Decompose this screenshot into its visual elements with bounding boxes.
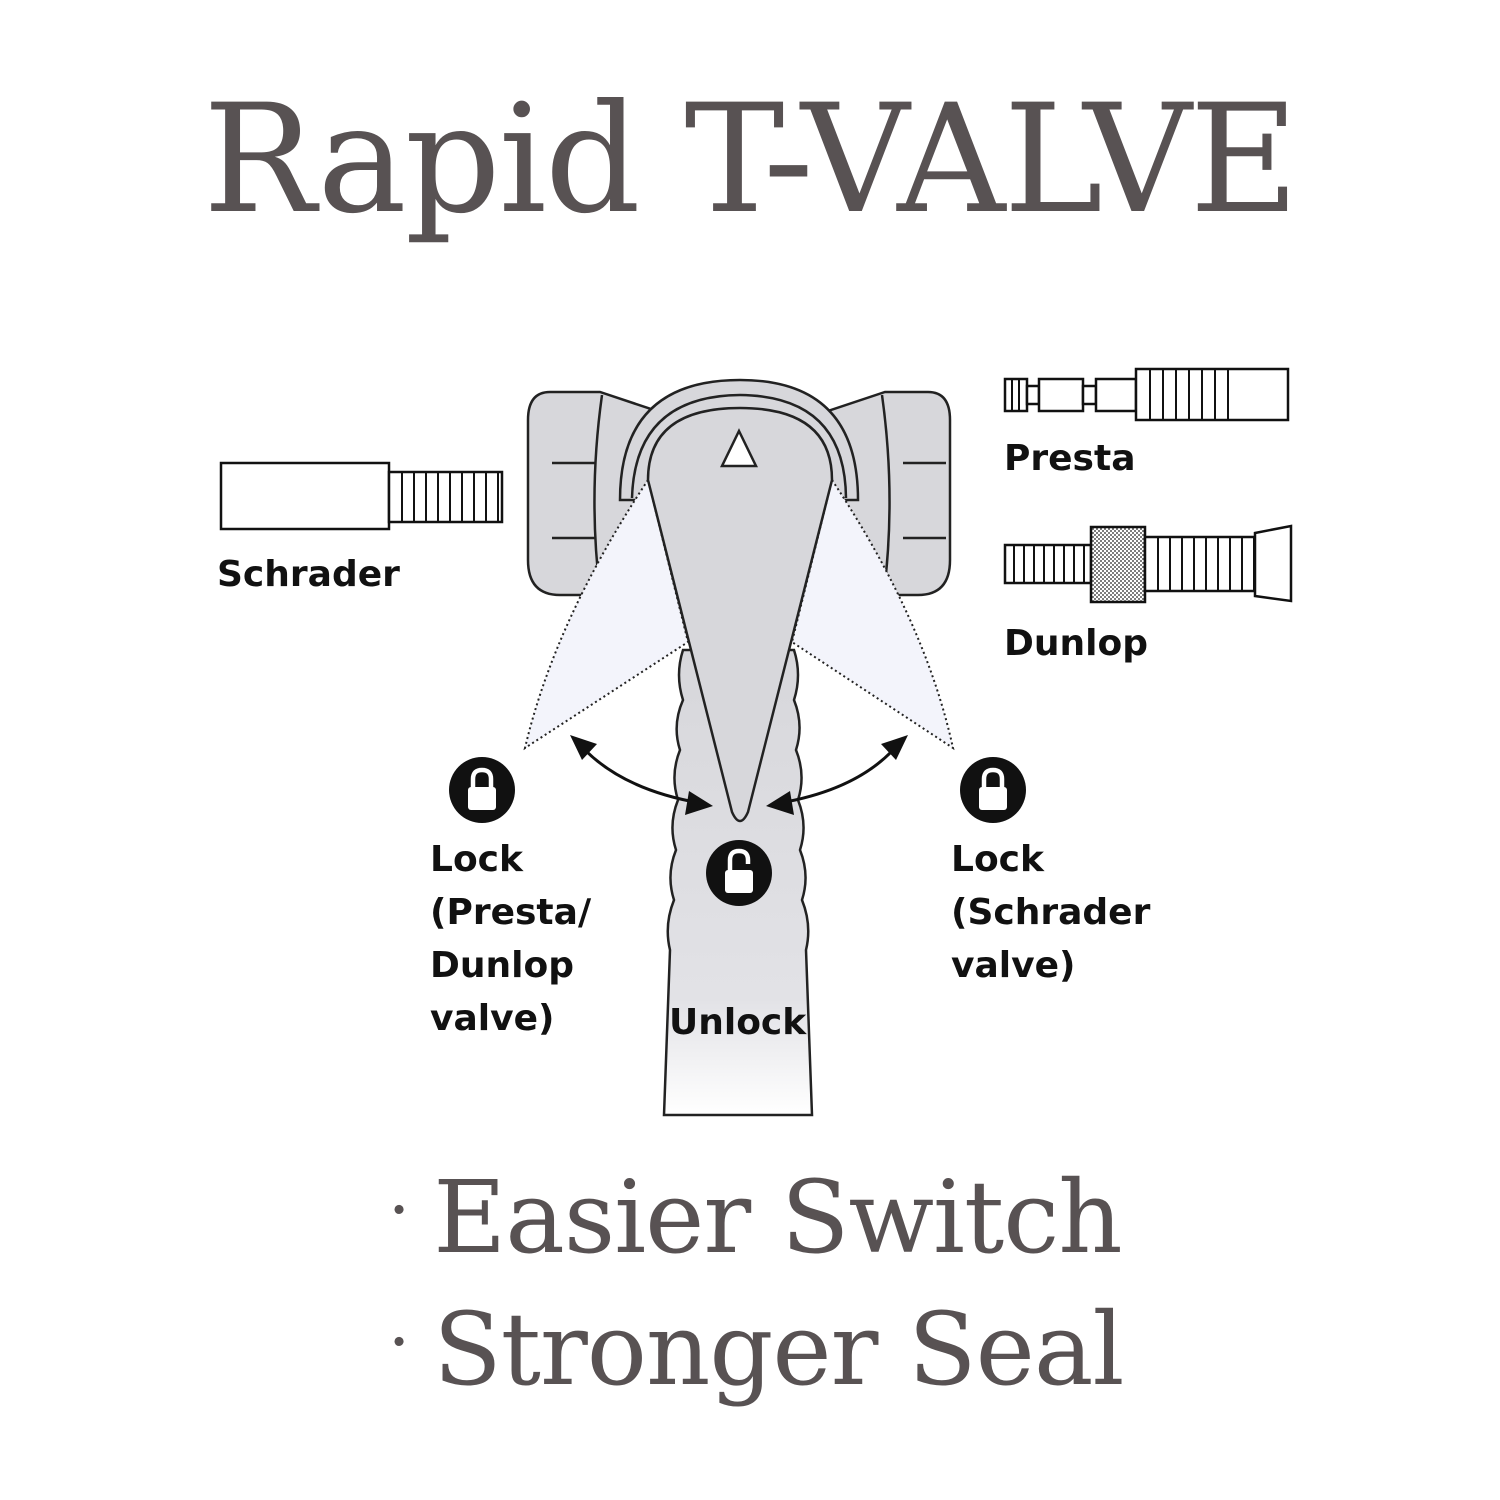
label-line: (Presta/ — [430, 892, 592, 933]
padlock-closed-icon — [449, 757, 515, 823]
lever — [646, 406, 834, 823]
feature-text: Stronger Seal — [433, 1291, 1124, 1408]
label-line: Lock — [430, 839, 523, 880]
label-line: Lock — [951, 839, 1044, 880]
label-line: (Schrader — [951, 892, 1151, 933]
rotate-arrow-right — [766, 735, 908, 815]
lock-presta-dunlop-label: Lock (Presta/ Dunlop valve) — [430, 833, 591, 1045]
lock-schrader-label: Lock (Schrader valve) — [951, 833, 1150, 992]
label-line: Dunlop — [430, 945, 574, 986]
bullet-dot: · — [388, 1301, 410, 1383]
ghost-lever-right — [790, 477, 955, 751]
label-line: valve) — [951, 945, 1076, 986]
rotate-arrow-left — [570, 735, 713, 815]
presta-label: Presta — [1004, 438, 1136, 479]
unlock-label: Unlock — [669, 1002, 807, 1043]
presta-valve-illustration — [1003, 367, 1290, 422]
page-title: Rapid T-VALVE — [202, 73, 1299, 247]
bullet-dot: · — [388, 1169, 410, 1251]
label-line: valve) — [430, 998, 555, 1039]
padlock-open-icon — [706, 840, 772, 906]
dunlop-label: Dunlop — [1004, 623, 1148, 664]
feature-text: Easier Switch — [433, 1159, 1122, 1276]
dunlop-valve-illustration — [1003, 524, 1293, 604]
padlock-closed-icon — [960, 757, 1026, 823]
feature-item: ·Easier Switch — [388, 1168, 1488, 1268]
ghost-lever-left — [523, 477, 690, 751]
feature-item: ·Stronger Seal — [388, 1300, 1488, 1400]
schrader-valve-illustration — [219, 461, 504, 531]
schrader-label: Schrader — [217, 554, 400, 595]
triangle-icon — [720, 428, 758, 468]
